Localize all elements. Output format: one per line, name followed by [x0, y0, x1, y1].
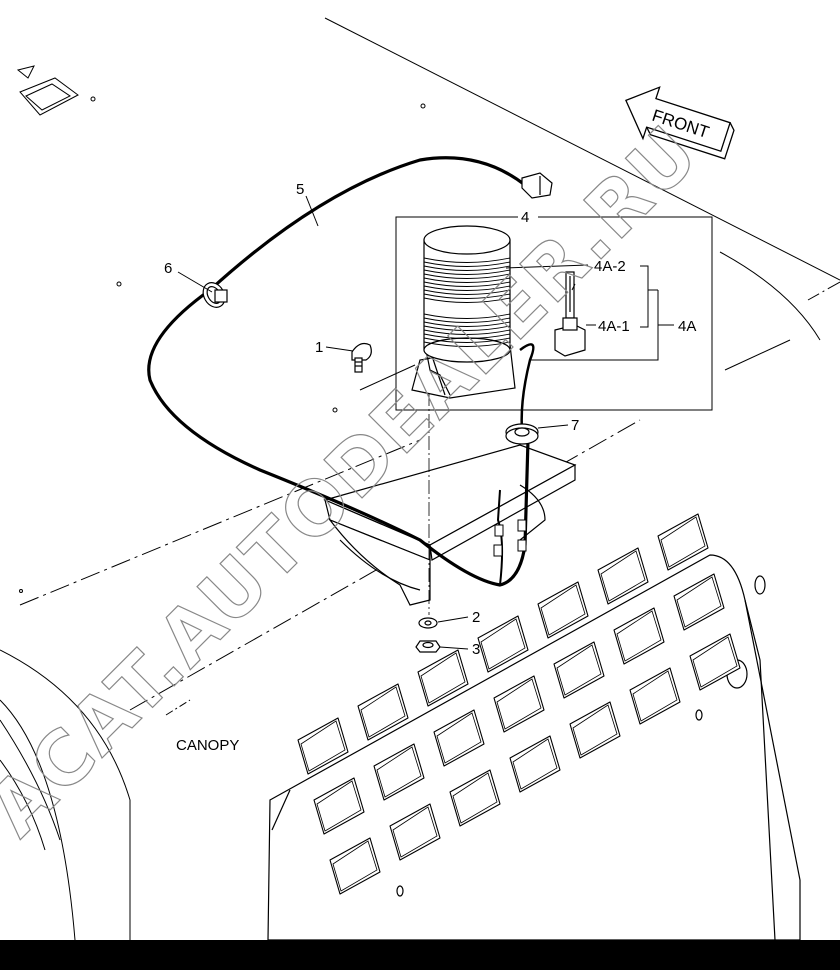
lamp-rib — [423, 321, 511, 327]
socket-4a1 — [554, 317, 586, 357]
terminal-connectors — [493, 519, 527, 557]
canopy-label: CANOPY — [176, 737, 239, 754]
lamp-rib — [423, 297, 511, 303]
grille-cell — [493, 675, 545, 733]
grille-cell-inner — [316, 780, 362, 832]
lamp-rib — [423, 285, 511, 291]
grille-cell-inner — [376, 746, 422, 798]
grille-cell — [389, 803, 441, 861]
nut — [415, 640, 441, 653]
grille-cell — [689, 633, 741, 691]
grille-cell — [657, 513, 709, 571]
lamp-rib — [423, 329, 511, 335]
grille-cell-inner — [676, 576, 722, 628]
grille-cell-inner — [392, 806, 438, 858]
callout-4a2: 4A-2 — [594, 258, 626, 275]
grille-cell — [569, 701, 621, 759]
grille-cell-inner — [480, 618, 526, 670]
lamp-rib — [423, 257, 511, 263]
grille-cell-inner — [540, 584, 586, 636]
parts-diagram: FRONT 5 6 1 4 4A-2 4A-1 4A 7 2 3 CANOPY … — [0, 0, 840, 940]
grille-cell-inner — [600, 550, 646, 602]
lamp-rib — [423, 313, 511, 319]
cable-clamp — [202, 282, 228, 308]
grille-cell — [373, 743, 425, 801]
callout-7: 7 — [571, 417, 579, 434]
lamp-rib — [423, 273, 511, 279]
grille-cell-inner — [616, 610, 662, 662]
grommet — [505, 423, 539, 445]
lamp-ribs — [423, 257, 511, 347]
lamp-rib — [423, 293, 511, 299]
grille-cells — [297, 513, 741, 895]
grille-cell — [613, 607, 665, 665]
mounting-bolt — [351, 342, 372, 373]
callout-box-4 — [395, 216, 713, 411]
grille-cell-inner — [332, 840, 378, 892]
callout-1: 1 — [315, 339, 323, 356]
lamp-rib — [423, 325, 511, 331]
lamp-rib — [423, 289, 511, 295]
callout-2: 2 — [472, 609, 480, 626]
grille-cell-inner — [660, 516, 706, 568]
grille-cell-inner — [496, 678, 542, 730]
grille-cell-inner — [300, 720, 346, 772]
beacon-lamp — [411, 225, 516, 399]
diagram-canvas: FRONT 5 6 1 4 4A-2 4A-1 4A 7 2 3 CANOPY … — [0, 17, 840, 940]
wiring-harness — [147, 156, 535, 587]
lamp-rib — [423, 317, 511, 323]
lamp-rib — [423, 341, 511, 347]
grille-cell — [629, 667, 681, 725]
grille-cell — [297, 717, 349, 775]
lamp-rib — [423, 333, 511, 339]
grille-cell — [509, 735, 561, 793]
grille-cell — [357, 683, 409, 741]
grille-cell — [537, 581, 589, 639]
lamp-rib — [423, 269, 511, 275]
grille-cell-inner — [572, 704, 618, 756]
harness-connector — [521, 172, 553, 199]
grille-cell — [417, 649, 469, 707]
lamp-rib — [423, 277, 511, 283]
callout-4: 4 — [521, 209, 529, 226]
grille-cell — [553, 641, 605, 699]
grille-cell — [597, 547, 649, 605]
grille-cell-inner — [420, 652, 466, 704]
grille-cell-inner — [436, 712, 482, 764]
bottom-border — [0, 940, 840, 970]
leader-lines — [165, 195, 674, 716]
lamp-rib — [423, 265, 511, 271]
grille-cell-inner — [556, 644, 602, 696]
grille-cell-inner — [512, 738, 558, 790]
washer — [418, 617, 438, 629]
mounting-bracket — [323, 444, 577, 606]
grille-cell — [313, 777, 365, 835]
grille-cell — [449, 769, 501, 827]
callout-4a1: 4A-1 — [598, 318, 630, 335]
grille-cell-inner — [692, 636, 738, 688]
grille-cell-inner — [452, 772, 498, 824]
grille-cell — [433, 709, 485, 767]
grille-cell — [673, 573, 725, 631]
callout-4a: 4A — [678, 318, 696, 335]
lamp-rib — [423, 281, 511, 287]
front-arrow-icon: FRONT — [625, 86, 735, 160]
lamp-rib — [423, 337, 511, 343]
grille-cell — [477, 615, 529, 673]
grille-cell-inner — [632, 670, 678, 722]
callout-5: 5 — [296, 181, 304, 198]
grille-cell-inner — [360, 686, 406, 738]
callout-6: 6 — [164, 260, 172, 277]
callout-3: 3 — [472, 641, 480, 658]
lamp-rib — [423, 261, 511, 267]
grille-cell — [329, 837, 381, 895]
